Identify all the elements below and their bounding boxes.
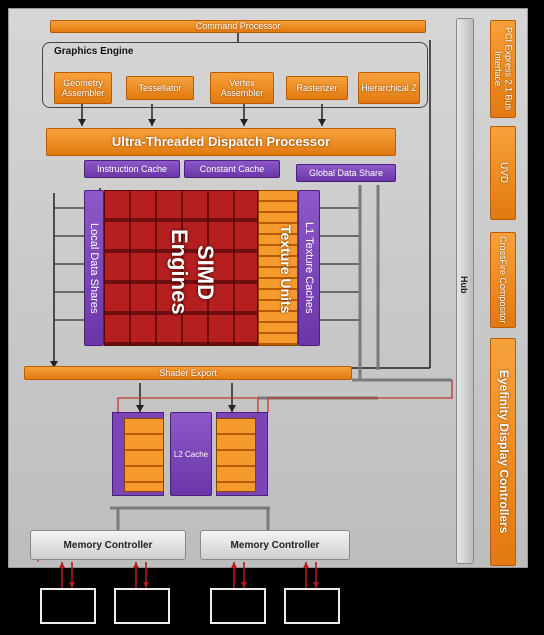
memory-chip-1 <box>40 588 96 624</box>
instruction-cache: Instruction Cache <box>84 160 180 178</box>
crossfire-compositor: CrossFire Compositor <box>490 232 516 328</box>
memory-chip-3 <box>210 588 266 624</box>
graphics-engine-title: Graphics Engine <box>54 46 134 57</box>
memory-chip-2 <box>114 588 170 624</box>
l2-cache: L2 Cache <box>170 412 212 496</box>
texture-units-label: Texture Units <box>278 224 294 314</box>
constant-cache: Constant Cache <box>184 160 280 178</box>
memory-chip-4 <box>284 588 340 624</box>
geometry-assembler: Geometry Assembler <box>54 72 112 104</box>
memory-controller-left: Memory Controller <box>30 530 186 560</box>
shader-export: Shader Export <box>24 366 352 380</box>
l1-texture-caches: L1 Texture Caches <box>298 190 320 346</box>
hub-bar <box>456 18 474 564</box>
rop-left <box>124 418 164 492</box>
global-data-share: Global Data Share <box>296 164 396 182</box>
eyefinity-display-controllers: Eyefinity Display Controllers <box>490 338 516 566</box>
simd-engines-label: SIMD Engines <box>167 229 218 315</box>
rasterizer: Rasterizer <box>286 76 348 100</box>
vertex-assembler: Vertex Assembler <box>210 72 274 104</box>
tessellator: Tessellator <box>126 76 194 100</box>
rop-right <box>216 418 256 492</box>
texture-units-block <box>258 190 298 346</box>
pci-express-bus-interface: PCI Express 2.1 Bus Interface <box>490 20 516 118</box>
hub-label: Hub <box>459 276 469 294</box>
uvd: UVD <box>490 126 516 220</box>
memory-controller-right: Memory Controller <box>200 530 350 560</box>
ultra-threaded-dispatch-processor: Ultra-Threaded Dispatch Processor <box>46 128 396 156</box>
hierarchical-z: Hierarchical Z <box>358 72 420 104</box>
command-processor: Command Processor <box>50 20 426 33</box>
local-data-shares: Local Data Shares <box>84 190 104 346</box>
graphics-engine-box <box>42 42 428 108</box>
simd-engines-block <box>104 190 258 346</box>
simd-grid-lines <box>105 191 257 345</box>
